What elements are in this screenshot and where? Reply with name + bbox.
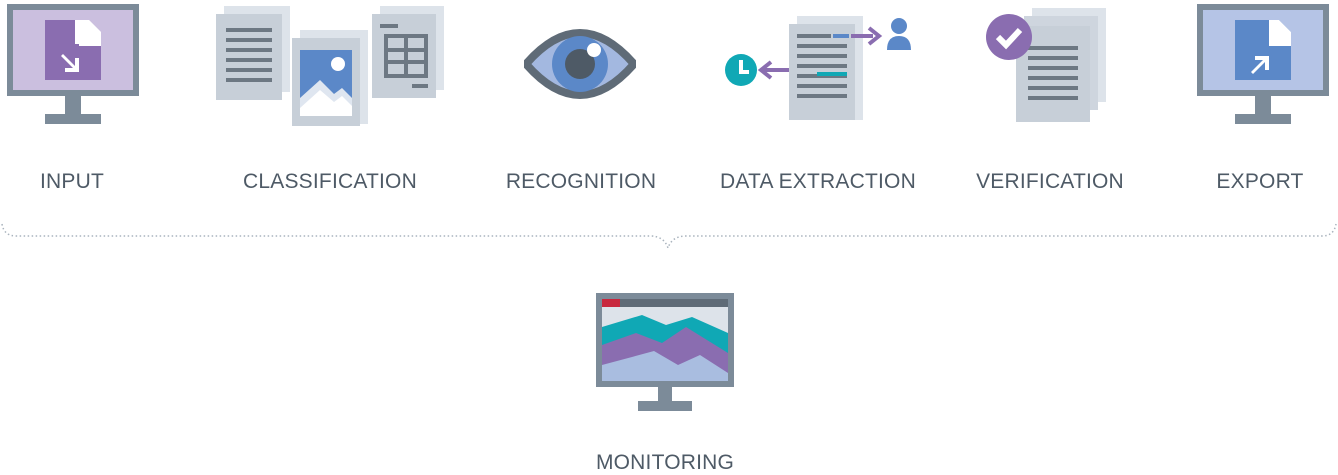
document-image-table-icon — [216, 6, 444, 126]
stage-verification — [986, 6, 1110, 124]
monitor-dashboard-chart-icon — [596, 293, 734, 411]
monitor-document-import-icon — [7, 4, 139, 124]
stage-label-export: EXPORT — [1216, 170, 1304, 193]
monitoring-label: MONITORING — [595, 451, 735, 474]
eye-icon — [524, 29, 636, 99]
grouping-brace — [1, 223, 1337, 251]
stage-label-data-extraction: DATA EXTRACTION — [720, 170, 916, 193]
stage-export — [1195, 2, 1331, 128]
stage-label-verification: VERIFICATION — [976, 170, 1124, 193]
monitor-document-export-icon — [1197, 4, 1329, 124]
stage-data-extraction — [723, 12, 919, 122]
stage-label-recognition: RECOGNITION — [505, 170, 657, 193]
stage-classification — [216, 6, 448, 126]
document-extraction-icon — [725, 16, 911, 120]
checked-documents-icon — [986, 8, 1106, 122]
stage-input — [5, 2, 141, 128]
stage-label-input: INPUT — [40, 170, 104, 193]
stage-label-classification: CLASSIFICATION — [243, 170, 417, 193]
stage-recognition — [524, 16, 636, 112]
stage-monitoring — [596, 293, 734, 413]
